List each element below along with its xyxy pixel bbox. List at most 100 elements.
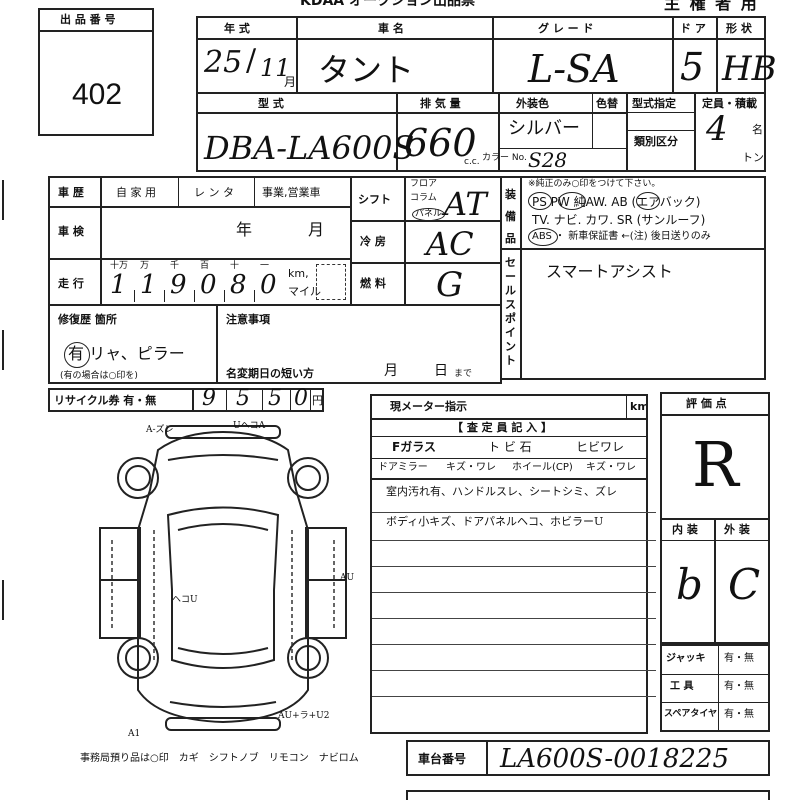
shift-panel: パネル	[412, 208, 446, 221]
abs-circle	[528, 228, 558, 246]
history-commercial: 事業,営業車	[262, 186, 321, 199]
shift-value: AT	[444, 185, 487, 223]
cooling-label: 冷 房	[360, 235, 386, 248]
grade-label: 評 価 点	[686, 397, 727, 410]
annotation-right-side: AU	[339, 573, 354, 583]
overall-grade: R	[692, 428, 739, 501]
mileage-unit-label: 百	[200, 261, 210, 271]
annotation-rear-right: AU+ラ+U2	[277, 710, 329, 721]
model-row: 型 式 排 気 量 外装色 色替 型式指定 類別区分 定員・積載 c.c. カラ…	[196, 92, 766, 172]
inspection-year: 年	[236, 220, 253, 239]
vehicle-basic-row: 年 式 車 名 グ レ ー ド ド ア 形 状 25 / 11 月 タント L-…	[196, 16, 777, 94]
expiry-month: 月	[384, 363, 398, 379]
short-expiry-label: 名変期日の短い方	[226, 367, 314, 380]
history-private: 自 家 用	[116, 186, 156, 199]
expiry-until: まで	[454, 369, 473, 379]
wheel-damage: キズ・ワレ	[586, 462, 636, 473]
repair-box: 修復歴 箇所 有 リャ、ピラー (有の場合は○印を) 注意事項 名変期日の短い方…	[48, 304, 502, 384]
recycle-digit-4: 0	[294, 386, 308, 411]
jack-value: 有・無	[724, 653, 754, 664]
sales-point-label: セールスポイント	[505, 256, 516, 367]
car-name-label: 車 名	[378, 22, 404, 35]
model-label: 型 式	[258, 97, 284, 110]
owner-copy-label: 主 権 者 用	[664, 0, 759, 13]
expiry-day: 日	[434, 363, 448, 379]
annotation-center: ヘコU	[172, 595, 198, 605]
ps-circle	[528, 192, 552, 210]
jack-label: ジャッキ	[666, 653, 706, 664]
shift-floor: フロア	[410, 179, 438, 189]
recycle-digit-3: 5	[268, 386, 282, 411]
exterior-grade: C	[728, 560, 761, 609]
shift-column: コラム	[410, 193, 437, 203]
pw-circle	[558, 192, 586, 210]
equipment-note: ※純正のみ○印をつけて下さい。	[528, 179, 661, 189]
recycle-label: リサイクル券 有・無	[54, 394, 157, 407]
accessories-box: ジャッキ 有・無 工 具 有・無 スペアタイヤ 有・無	[660, 644, 770, 732]
model-designation-label: 型式指定	[632, 97, 676, 110]
glass-crack: ヒビワレ	[576, 440, 625, 454]
meter-label: 現メーター指示	[390, 400, 467, 413]
shape-value: HB	[722, 49, 777, 89]
ab-circle	[636, 192, 660, 210]
interior-grade: b	[676, 560, 703, 609]
fuel-value: G	[436, 265, 464, 305]
model-value: DBA-LA600S	[204, 129, 415, 167]
door-mirror-label: ドアミラー	[378, 462, 428, 473]
mileage-label: 走 行	[58, 277, 84, 290]
fuel-label: 燃 料	[360, 277, 386, 290]
office-note: 事務局預り品は○印 カギ シフトノブ リモコン ナビロム	[80, 753, 359, 764]
shape-label: 形 状	[726, 22, 752, 35]
equipment-line-2: TV. ナビ. カワ. SR (サンルーフ)	[532, 213, 706, 227]
repair-hint: (有の場合は○印を)	[60, 371, 138, 381]
repair-label: 修復歴 箇所	[58, 313, 117, 326]
mileage-unit-label: 十万	[110, 261, 129, 271]
recycle-digit-1: 9	[202, 386, 216, 411]
recycle-digit-2: 5	[236, 386, 250, 411]
door-value: 5	[680, 45, 705, 89]
person-unit: 名	[752, 123, 763, 136]
repair-yes-circle	[64, 342, 90, 368]
inspector-notes-box: 現メーター指示 km 【 査 定 員 記 入 】 Fガラス ト ビ 石 ヒビワレ…	[370, 394, 648, 734]
cooling-value: AC	[426, 225, 474, 263]
vehicle-history-box: 車 歴 自 家 用 レ ン タ 事業,営業車 車 検 年 月 走 行 km, マ…	[48, 176, 352, 306]
mileage-digit: 8	[230, 270, 247, 300]
wheel-label: ホイール(CP)	[512, 462, 573, 473]
cc-unit: c.c.	[464, 157, 480, 167]
grade-value: L-SA	[528, 47, 620, 91]
displacement-value: 660	[404, 121, 477, 165]
inspection-label: 車 検	[58, 225, 84, 238]
remark-line-1: 室内汚れ有、ハンドルスレ、シートシミ、ズレ	[386, 485, 617, 498]
capacity-label: 定員・積載	[702, 97, 757, 110]
glass-stone: ト ビ 石	[488, 440, 532, 454]
equipment-box: 装 備 品 ※純正のみ○印をつけて下さい。 PS PW 純AW. AB (エアバ…	[500, 176, 766, 380]
category-label: 類別区分	[634, 135, 678, 148]
displacement-label: 排 気 量	[420, 97, 461, 110]
remark-line-2: ボディ小キズ、ドアパネルヘコ、ホビラーU	[386, 515, 604, 528]
interior-label: 内 装	[672, 523, 698, 536]
meter-unit: km	[630, 400, 648, 413]
bottom-table-edge	[406, 790, 770, 800]
mileage-unit-label: 万	[140, 261, 150, 271]
mileage-km-unit: km,	[288, 267, 309, 280]
tools-value: 有・無	[724, 681, 754, 692]
form-title: KDAA オークション出品票	[300, 0, 476, 9]
shift-label: シフト	[358, 193, 391, 206]
mileage-digit: 9	[170, 270, 187, 300]
color-no-value: S28	[528, 148, 568, 172]
mileage-mile-checkbox[interactable]	[316, 264, 346, 300]
notes-label: 注意事項	[226, 313, 270, 326]
mileage-digit: 1	[110, 270, 127, 300]
recycle-unit: 円	[312, 394, 323, 407]
exterior-color-value: シルバー	[508, 118, 580, 139]
mileage-unit-label: 一	[260, 261, 270, 271]
car-damage-diagram: A-ズレ UヘコA A1 ヘコU AU A1 AU+ラ+U2	[88, 421, 354, 739]
tools-label: 工 具	[670, 681, 694, 692]
mileage-mile-unit: マイル	[288, 285, 321, 298]
annotation-rear-left: A1	[127, 729, 140, 739]
spare-tire-label: スペアタイヤ	[664, 709, 718, 719]
chassis-value: LA600S-0018225	[500, 744, 730, 774]
inspector-header: 【 査 定 員 記 入 】	[452, 421, 552, 434]
ton-unit: トン	[742, 151, 764, 164]
mileage-digit: 0	[260, 270, 277, 300]
